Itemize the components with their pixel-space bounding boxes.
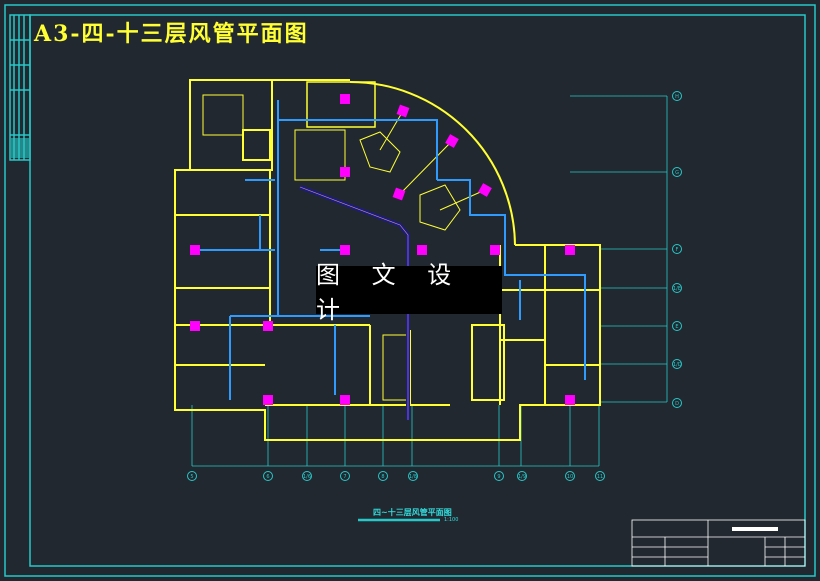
diffuser <box>565 395 575 405</box>
watermark: 图 文 设 计 <box>316 261 502 324</box>
drawing-subtitle: 四~十三层风管平面图 <box>373 508 452 517</box>
diffuser <box>190 245 200 255</box>
title-block <box>631 519 806 567</box>
axis-label-bottom: 1/6 <box>302 471 312 481</box>
air-ducts <box>195 100 586 400</box>
drawing-frame <box>4 4 816 577</box>
air-diffusers <box>190 94 575 405</box>
diffuser <box>340 94 350 104</box>
frame-strip-fill <box>11 138 29 158</box>
axis-label-right: F <box>672 244 682 254</box>
diffuser <box>392 187 406 201</box>
diffuser <box>490 245 500 255</box>
diffuser <box>263 395 273 405</box>
diffuser <box>340 167 350 177</box>
drawing-title: A3-四-十三层风管平面图 <box>34 21 309 47</box>
axis-label-right: H <box>672 91 682 101</box>
diffuser <box>340 395 350 405</box>
diffuser <box>396 104 410 118</box>
axis-label-bottom: 7 <box>340 471 350 481</box>
axis-label-right: G <box>672 167 682 177</box>
axis-label-right: E <box>672 321 682 331</box>
diffuser <box>565 245 575 255</box>
diffuser <box>478 183 492 197</box>
axis-label-bottom: 1/9 <box>517 471 527 481</box>
axis-label-bottom: 6 <box>263 471 273 481</box>
axis-label-right: 1/E <box>672 283 682 293</box>
axis-label-bottom: 5 <box>187 471 197 481</box>
diffuser <box>417 245 427 255</box>
axis-label-bottom: 8 <box>378 471 388 481</box>
axis-label-bottom: 11 <box>595 471 605 481</box>
diffuser <box>445 134 459 148</box>
main-duct-outline <box>299 186 409 420</box>
drawing-scale: 1:100 <box>444 517 459 523</box>
title-block-name-bar <box>732 527 778 531</box>
axis-label-right: 1/D <box>672 359 682 369</box>
diffuser <box>190 321 200 331</box>
axis-label-bottom: 1/8 <box>408 471 418 481</box>
axis-label-right: D <box>672 398 682 408</box>
axis-label-bottom: 9 <box>494 471 504 481</box>
diffuser <box>340 245 350 255</box>
axis-label-bottom: 10 <box>565 471 575 481</box>
diffuser <box>263 321 273 331</box>
